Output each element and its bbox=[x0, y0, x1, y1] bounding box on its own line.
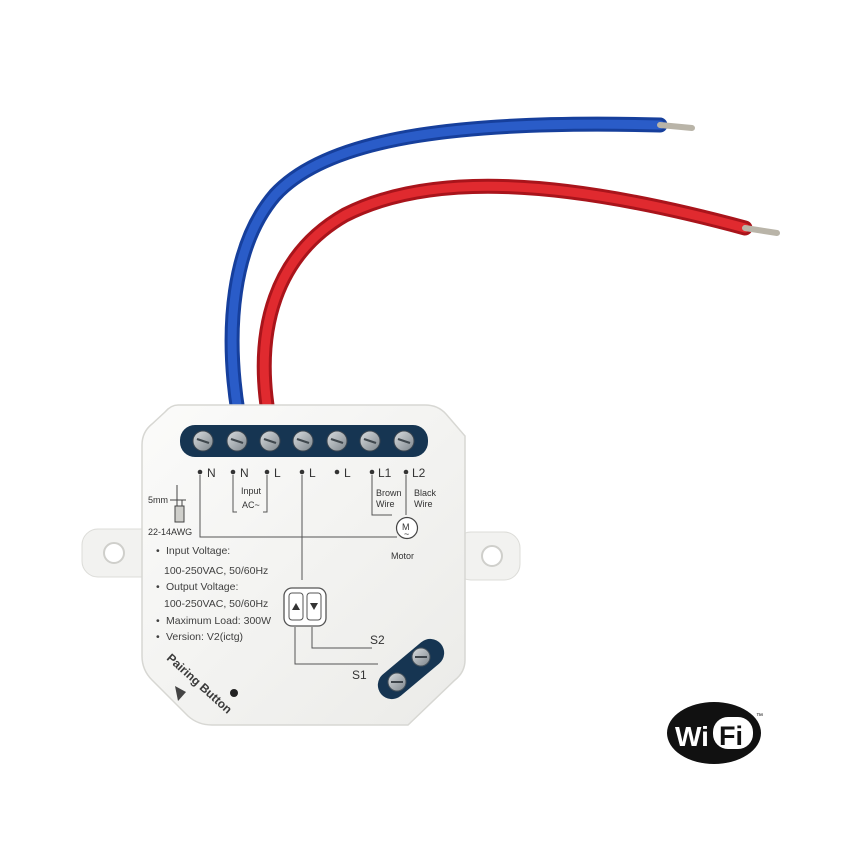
screw-slot bbox=[230, 437, 244, 445]
up-down-switch-symbol bbox=[283, 587, 327, 627]
screw-slot bbox=[196, 437, 210, 445]
terminal-l2: L bbox=[309, 466, 316, 480]
spec-bullet-2: • bbox=[156, 581, 160, 593]
spec-bullet-4: • bbox=[156, 631, 160, 643]
wiring-diagram bbox=[199, 475, 407, 665]
terminal-out1: L1 bbox=[378, 466, 392, 480]
terminal-l1: L bbox=[274, 466, 281, 480]
down-arrow-icon bbox=[310, 603, 318, 610]
red-wire bbox=[256, 178, 780, 420]
screw-slot bbox=[296, 437, 310, 445]
pairing-arrow-icon bbox=[175, 686, 186, 701]
spec-output-voltage-label: Output Voltage: bbox=[166, 581, 238, 593]
spec-input-voltage-value: 100-250VAC, 50/60Hz bbox=[164, 565, 268, 577]
spec-version: Version: V2(ictg) bbox=[166, 631, 243, 643]
label-black-wire: Wire bbox=[414, 499, 433, 509]
pairing-button-hole[interactable] bbox=[230, 689, 238, 697]
spec-bullet-1: • bbox=[156, 545, 160, 557]
label-motor: Motor bbox=[391, 551, 414, 561]
motor-tilde-label: ~ bbox=[404, 529, 409, 539]
label-brown-wire: Wire bbox=[376, 499, 395, 509]
label-s1: S1 bbox=[352, 668, 367, 682]
motor-m-label: M bbox=[402, 522, 410, 532]
terminal-screws bbox=[192, 430, 415, 452]
screw-slot bbox=[397, 437, 411, 445]
label-strip-length: 5mm bbox=[148, 495, 168, 505]
motor-symbol: M ~ bbox=[395, 516, 419, 540]
terminal-strip bbox=[180, 425, 428, 457]
label-input: Input bbox=[241, 486, 262, 496]
label-ac: AC~ bbox=[242, 500, 260, 510]
terminal-n2: N bbox=[240, 466, 249, 480]
screw-slot bbox=[263, 437, 277, 445]
switch-terminal-block bbox=[377, 638, 445, 700]
red-wire-tip bbox=[742, 225, 780, 236]
mounting-tab-left bbox=[81, 528, 158, 578]
wifi-logo-wi: Wi bbox=[675, 721, 709, 752]
terminal-l3: L bbox=[344, 466, 351, 480]
module-body bbox=[141, 404, 466, 726]
spec-bullet-3: • bbox=[156, 615, 160, 627]
blue-wire bbox=[224, 116, 695, 420]
spec-output-voltage-value: 100-250VAC, 50/60Hz bbox=[164, 598, 268, 610]
wifi-logo: Wi Fi ™ bbox=[667, 702, 763, 764]
label-black: Black bbox=[414, 488, 437, 498]
spec-max-load: Maximum Load: 300W bbox=[166, 615, 271, 627]
spec-input-voltage-label: Input Voltage: bbox=[166, 545, 230, 557]
strip-gauge-icon bbox=[170, 485, 186, 523]
mounting-tab-right bbox=[454, 531, 521, 581]
screw-slot bbox=[330, 437, 344, 445]
screw-slot bbox=[363, 437, 377, 445]
wifi-logo-fi: Fi bbox=[719, 721, 743, 751]
blue-wire-tip bbox=[657, 122, 695, 131]
wifi-logo-tm: ™ bbox=[756, 713, 763, 720]
terminal-out2: L2 bbox=[412, 466, 426, 480]
label-s2: S2 bbox=[370, 633, 385, 647]
spec-list: • Input Voltage: 100-250VAC, 50/60Hz • O… bbox=[156, 545, 271, 643]
up-arrow-icon bbox=[292, 603, 300, 610]
label-brown: Brown bbox=[376, 488, 402, 498]
terminal-labels: N N L L L L1 L2 bbox=[197, 466, 426, 480]
terminal-n1: N bbox=[207, 466, 216, 480]
label-gauge: 22-14AWG bbox=[148, 527, 192, 537]
